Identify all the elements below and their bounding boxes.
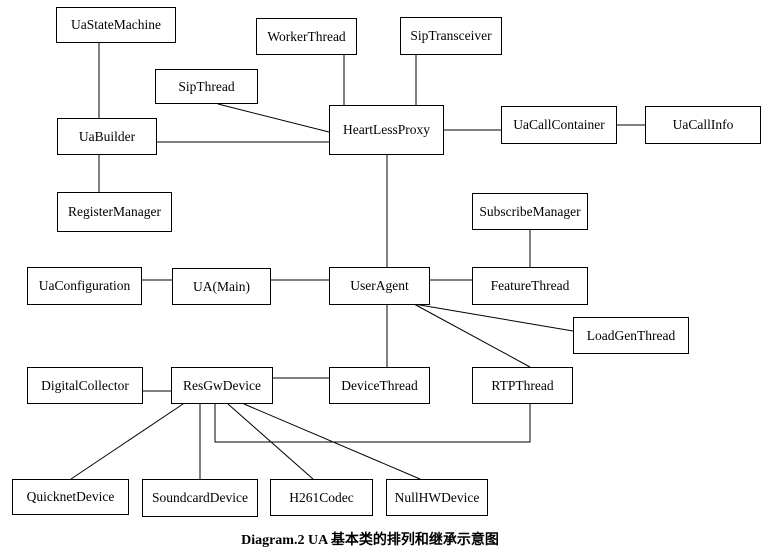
class-box-label: UaConfiguration [38, 278, 131, 293]
class-box-label: DeviceThread [341, 377, 418, 393]
class-box-soundcard-device: SoundcardDevice [142, 479, 258, 517]
class-box-label: UaCallContainer [513, 117, 605, 132]
class-box-feature-thread: FeatureThread [472, 267, 588, 305]
class-box-ua-call-container: UaCallContainer [501, 106, 617, 144]
class-box-rtp-thread: RTPThread [472, 367, 573, 404]
class-box-ua-state-machine: UaStateMachine [56, 7, 176, 43]
class-box-label: FeatureThread [490, 278, 570, 293]
class-box-label: UaCallInfo [672, 117, 734, 132]
connector-user-agent-to-load-gen-thread [413, 303, 574, 332]
connector-res-gw-device-to-null-hw-device [243, 403, 421, 480]
class-box-label: RTPThread [491, 377, 554, 393]
class-box-label: SipThread [178, 78, 235, 94]
class-box-load-gen-thread: LoadGenThread [573, 317, 689, 354]
class-box-h261-codec: H261Codec [270, 479, 373, 516]
class-box-label: ResGwDevice [183, 377, 261, 393]
class-box-label: UaBuilder [78, 128, 136, 144]
class-box-label: HeartLessProxy [343, 122, 430, 137]
class-box-label: SubscribeManager [479, 203, 581, 219]
connector-res-gw-device-to-quicknet-device [70, 403, 184, 480]
class-box-label: NullHWDevice [394, 489, 480, 505]
class-box-label: SipTransceiver [410, 28, 492, 43]
class-box-device-thread: DeviceThread [329, 367, 430, 404]
class-box-subscribe-manager: SubscribeManager [472, 193, 588, 230]
class-box-ua-builder: UaBuilder [57, 118, 157, 155]
class-box-label: RegisterManager [68, 204, 161, 219]
class-box-null-hw-device: NullHWDevice [386, 479, 488, 516]
class-box-heart-less-proxy: HeartLessProxy [329, 105, 444, 155]
class-box-ua-main: UA(Main) [172, 268, 271, 305]
class-box-label: LoadGenThread [586, 327, 676, 343]
class-box-label: UserAgent [350, 278, 409, 293]
class-box-user-agent: UserAgent [329, 267, 430, 305]
class-box-label: QuicknetDevice [26, 489, 115, 504]
connector-user-agent-to-rtp-thread [413, 303, 531, 368]
class-box-label: UaStateMachine [71, 17, 161, 32]
diagram-caption: Diagram.2 UA 基本类的排列和继承示意图 [241, 533, 499, 548]
class-box-ua-call-info: UaCallInfo [645, 106, 761, 144]
class-box-worker-thread: WorkerThread [256, 18, 357, 55]
connector-res-gw-device-to-rtp-thread [214, 404, 531, 443]
connector-res-gw-device-to-h261-codec [227, 403, 314, 480]
class-box-label: DigitalCollector [41, 377, 129, 393]
class-box-label: UA(Main) [193, 278, 250, 294]
class-box-label: SoundcardDevice [152, 490, 248, 505]
class-box-sip-thread: SipThread [155, 69, 258, 104]
class-box-label: H261Codec [289, 489, 354, 505]
class-box-quicknet-device: QuicknetDevice [12, 479, 129, 515]
class-box-label: WorkerThread [267, 28, 346, 44]
class-box-sip-transceiver: SipTransceiver [400, 17, 502, 55]
class-box-register-manager: RegisterManager [57, 192, 172, 232]
class-box-ua-configuration: UaConfiguration [27, 267, 142, 305]
class-box-digital-collector: DigitalCollector [27, 367, 143, 404]
class-box-res-gw-device: ResGwDevice [171, 367, 273, 404]
connector-sip-thread-to-heart-less-proxy [217, 103, 330, 133]
